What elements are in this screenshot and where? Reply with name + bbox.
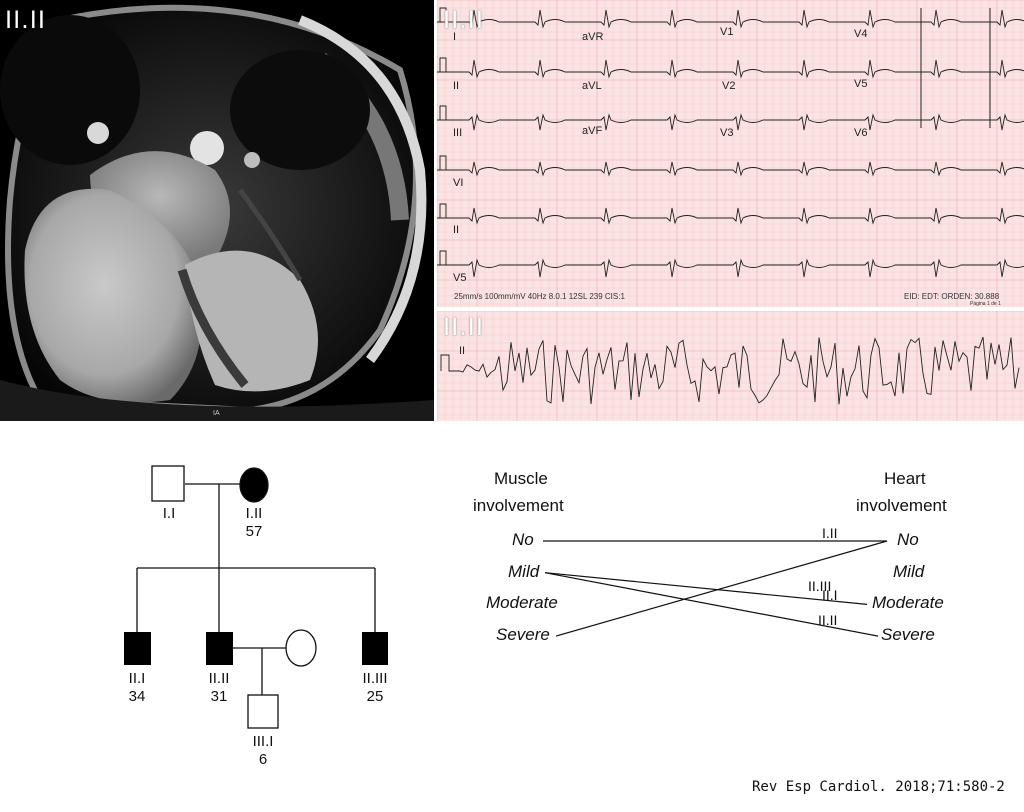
lead-label-v6: V6 (854, 127, 868, 139)
mri-marker: IA (213, 410, 220, 417)
individual-ii-ii-symbol (206, 632, 233, 665)
muscle-level-moderate: Moderate (486, 593, 558, 613)
link-label-ii-ii: II.II (818, 611, 838, 628)
lead-label-i: I (453, 31, 457, 43)
individual-ii-ii-age: 31 (210, 688, 228, 705)
lead-label-v5-strip: V5 (453, 272, 467, 284)
lead-label-v2: V2 (722, 80, 736, 92)
ecg-12-lead-graphic (436, 0, 1024, 307)
lead-label-v5: V5 (854, 78, 868, 90)
individual-i-ii-symbol (239, 467, 269, 503)
ecg-rhythm-graphic (436, 310, 1024, 421)
individual-i-i-symbol (151, 465, 185, 502)
link-line-ii-iii (555, 540, 888, 637)
rhythm-lead-label: II (459, 345, 466, 357)
individual-iii-i-label: III.I (252, 733, 274, 750)
lead-label-avl: aVL (582, 80, 602, 92)
individual-ii-ii-label: II.II (208, 670, 230, 687)
individual-ii-iii-label: II.III (362, 670, 388, 687)
lead-label-iii: III (453, 127, 463, 139)
citation: Rev Esp Cardiol. 2018;71:580-2 (752, 779, 1005, 795)
link-line-ii-i (544, 572, 868, 605)
lead-label-v1: V1 (720, 26, 734, 38)
ecg-rhythm-strip: II.II II (436, 310, 1024, 421)
muscle-level-mild: Mild (508, 561, 540, 581)
lead-label-ii-strip: II (453, 224, 460, 236)
ecg-settings-footer: 25mm/s 100mm/mV 40Hz 8.0.1 12SL 239 CIS:… (454, 292, 625, 301)
heart-level-severe: Severe (881, 625, 935, 645)
muscle-header-line1: Muscle (494, 469, 548, 488)
lead-label-v4: V4 (854, 28, 868, 40)
ecg-12-panel-label: II.II (443, 6, 484, 34)
mri-graphic (0, 0, 434, 421)
lead-label-vi-strip: VI (453, 177, 464, 189)
individual-ii-i-symbol (124, 632, 151, 665)
individual-i-i-label: I.I (162, 505, 176, 522)
muscle-level-no: No (512, 530, 534, 549)
lead-label-ii: II (453, 80, 460, 92)
heart-level-moderate: Moderate (872, 593, 944, 613)
lead-label-avf: aVF (582, 125, 603, 137)
heart-level-mild: Mild (893, 561, 925, 581)
link-label-ii-i: II.I (822, 586, 838, 603)
link-line-ii-ii (544, 572, 879, 637)
ecg-rhythm-panel-label: II.II (443, 313, 484, 341)
individual-ii-i-age: 34 (128, 688, 146, 705)
heart-header-line1: Heart (884, 469, 926, 488)
heart-header-line2: involvement (856, 496, 947, 515)
ecg-12-lead: II.II I aVR V1 V4 II aVL V2 V5 III aVF V… (436, 0, 1024, 307)
ecg-order-footer: EID: EDT: ORDEN: 30.888 (904, 292, 1000, 301)
individual-spouse-symbol (285, 629, 317, 667)
individual-i-ii-age: 57 (245, 523, 263, 540)
pedigree-diagram (124, 465, 388, 729)
lead-label-avr: aVR (582, 31, 604, 43)
individual-i-ii-label: I.II (245, 505, 263, 522)
link-label-ii-iii: II.III (808, 577, 832, 594)
link-label-i-ii: I.II (822, 525, 838, 541)
individual-ii-iii-age: 25 (366, 688, 384, 705)
individual-iii-i-symbol (247, 694, 279, 729)
cardiac-mri-image: II.II IA (0, 0, 434, 421)
heart-level-no: No (897, 530, 919, 549)
individual-ii-i-label: II.I (128, 670, 146, 687)
muscle-header-line2: involvement (473, 496, 564, 515)
individual-iii-i-age: 6 (258, 751, 268, 768)
lead-label-v3: V3 (720, 127, 734, 139)
individual-ii-iii-symbol (362, 632, 388, 665)
mri-panel-label: II.II (5, 6, 46, 34)
ecg-page-footer: Página 1 de 1 (970, 301, 1001, 307)
muscle-level-severe: Severe (496, 625, 550, 645)
